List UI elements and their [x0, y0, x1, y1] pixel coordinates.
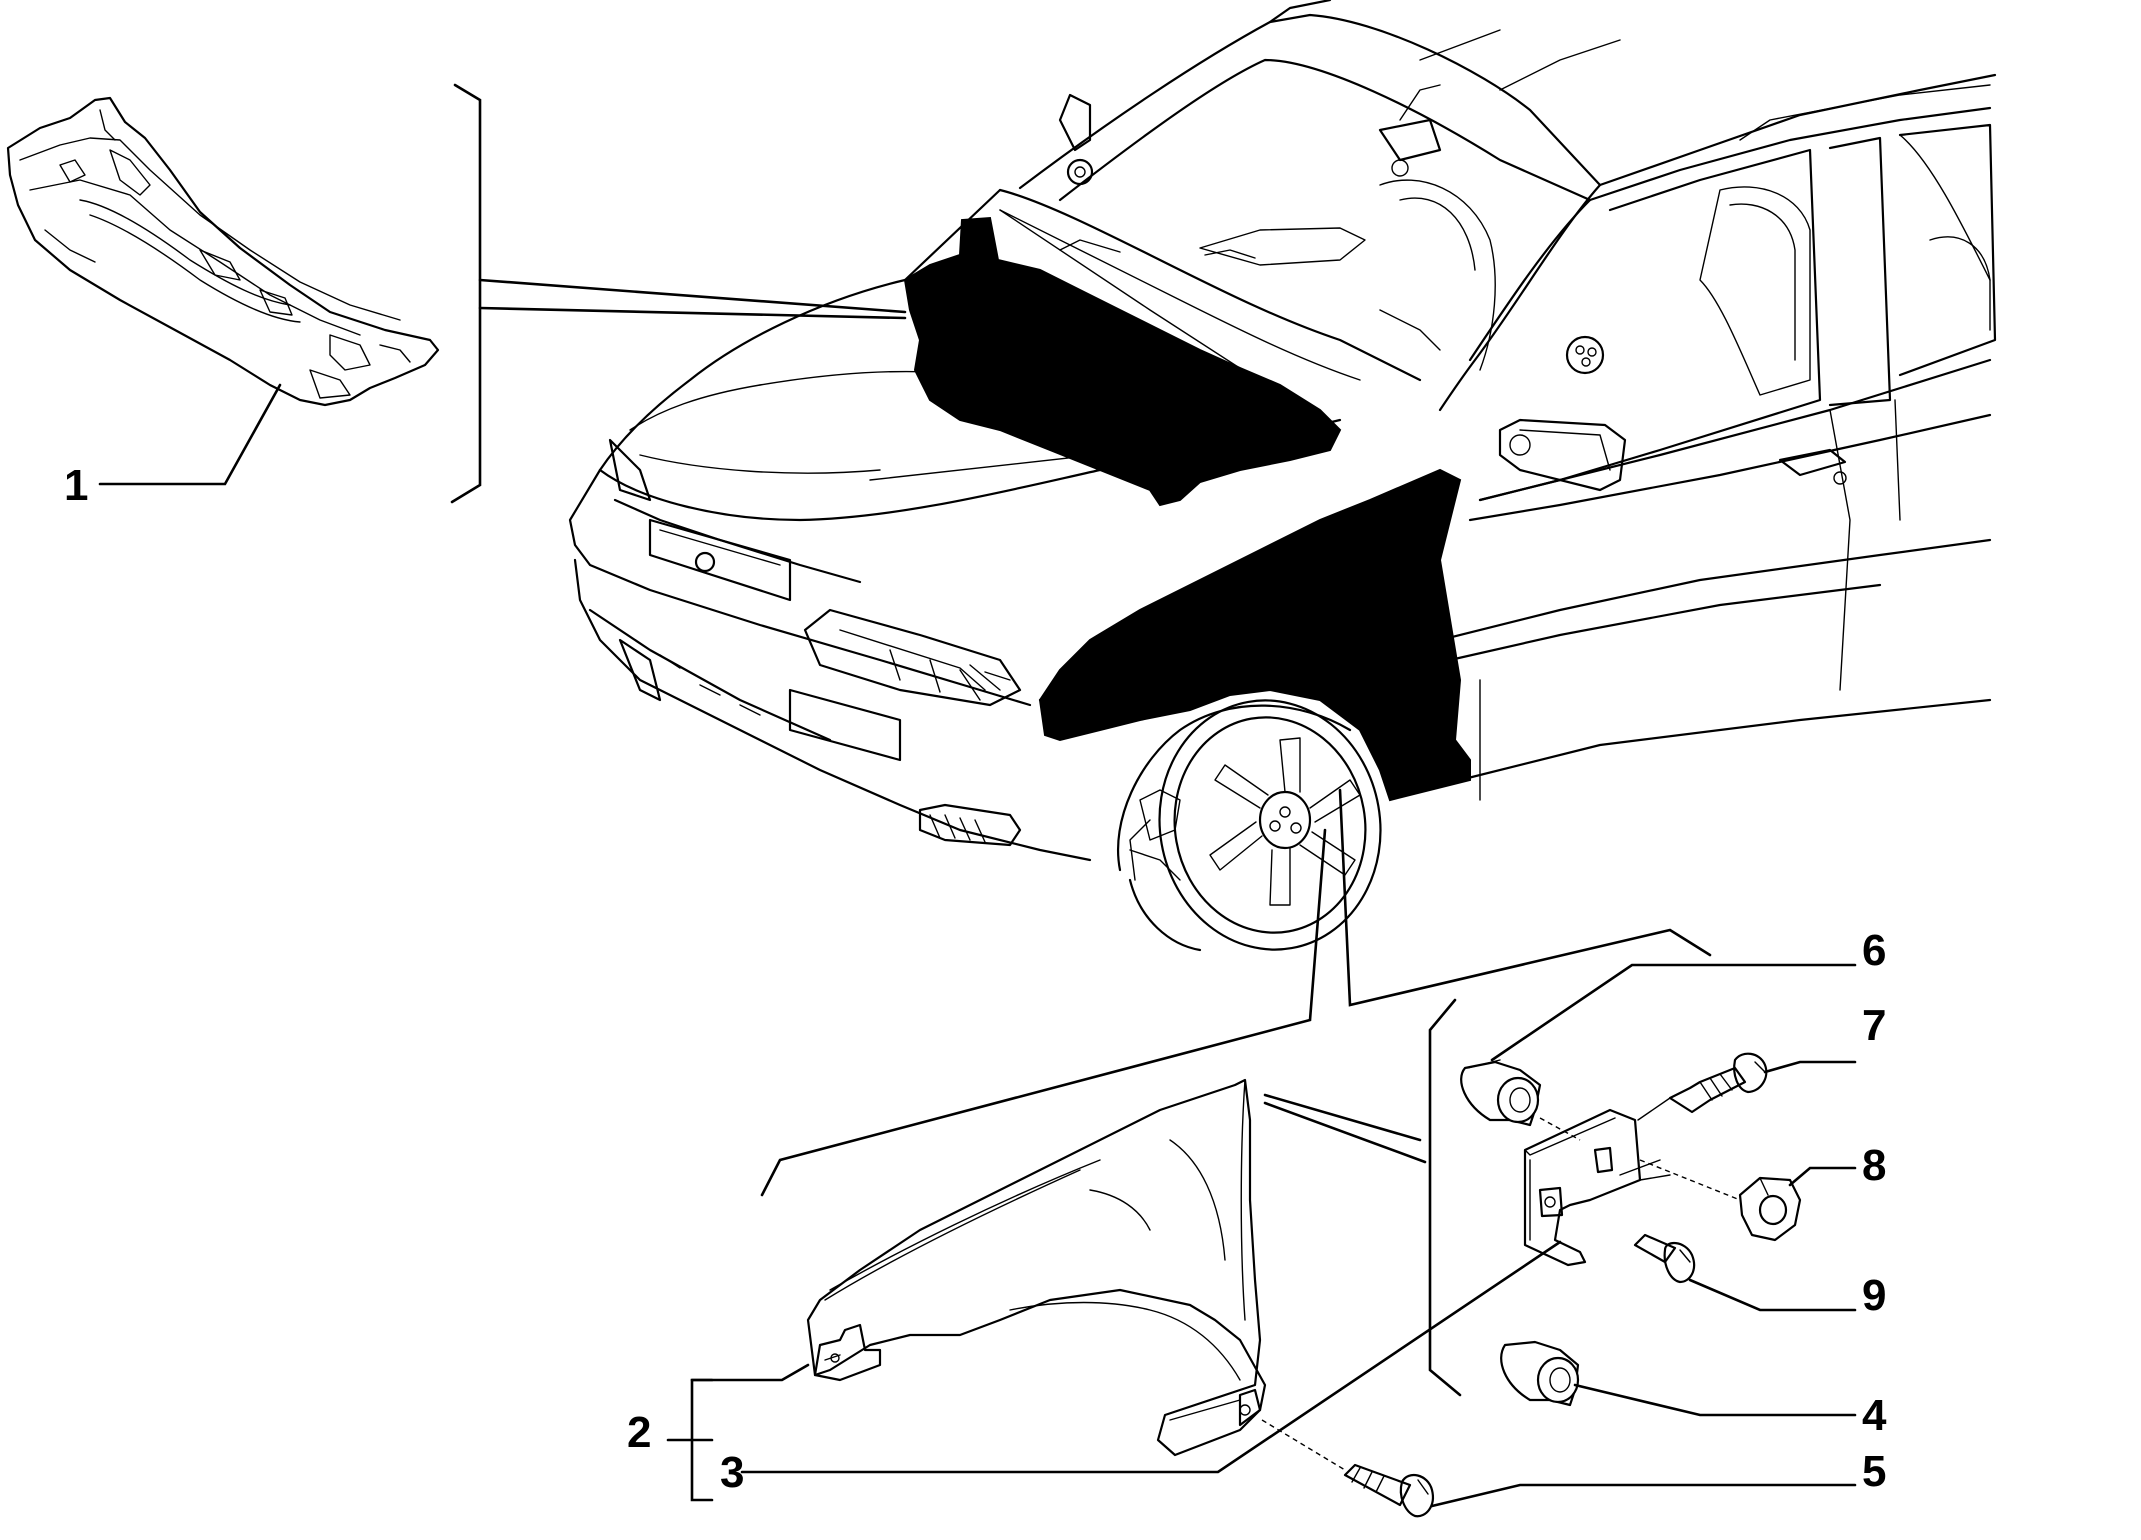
- screw-icon: [1668, 1052, 1768, 1114]
- callout-8: 8: [1862, 1141, 1886, 1190]
- callout-labels: 1 2 3 4 5 6 7 8 9: [64, 461, 1887, 1497]
- cowl-highlight: [903, 216, 1342, 507]
- callout-4: 4: [1862, 1391, 1887, 1440]
- callout-2: 2: [627, 1408, 651, 1457]
- fender-bracket-icon: [1523, 1108, 1671, 1267]
- front-fender-icon: [806, 1078, 1267, 1457]
- cowl-bracket-lines: [450, 83, 907, 504]
- bushing-icon-4: [1500, 1340, 1580, 1407]
- assembly-dashed-lines: [1261, 1097, 1741, 1471]
- callout-leaders: [98, 383, 1857, 1508]
- fender-leader-lines: [760, 788, 1712, 1197]
- callout-9: 9: [1862, 1271, 1886, 1320]
- fender-highlight: [1038, 468, 1471, 802]
- hex-nut-icon: [1738, 1176, 1802, 1242]
- bolt-icon-5: [1343, 1463, 1434, 1518]
- callout-6: 6: [1862, 926, 1886, 975]
- car-body: [568, 0, 1997, 862]
- callout-3: 3: [720, 1448, 744, 1497]
- callout-7: 7: [1862, 1001, 1886, 1050]
- bushing-icon-6: [1460, 1059, 1542, 1127]
- bolt-icon-9: [1633, 1233, 1696, 1284]
- fender-side-bracket: [1263, 998, 1462, 1397]
- callout-5: 5: [1862, 1447, 1886, 1496]
- callout-1: 1: [64, 461, 88, 510]
- cowl-panel-icon: [6, 96, 440, 407]
- wheel: [1117, 699, 1382, 952]
